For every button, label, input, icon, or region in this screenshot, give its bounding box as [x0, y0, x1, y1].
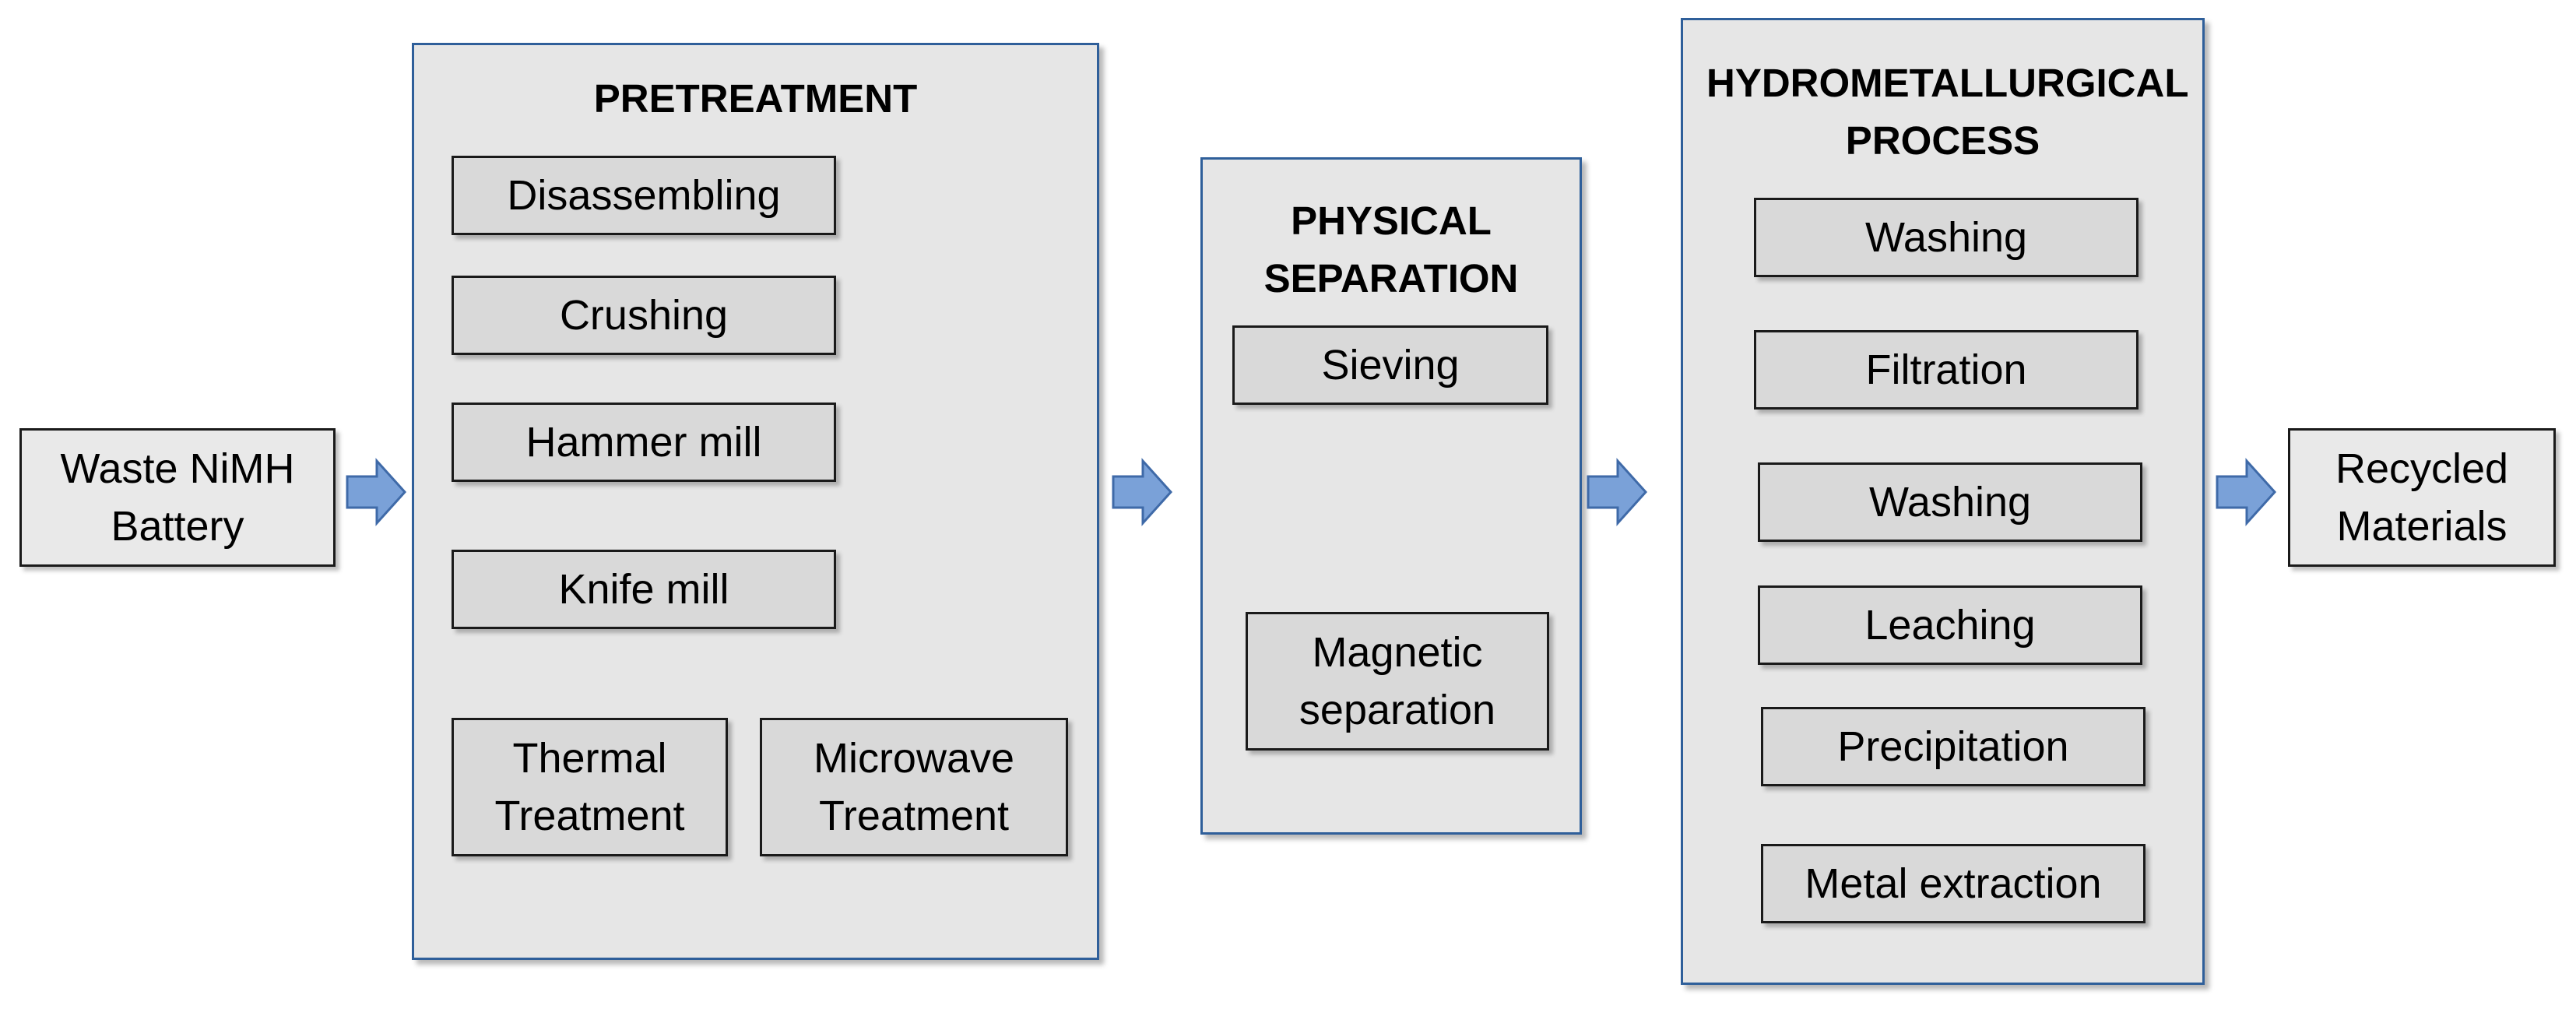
step-leaching: Leaching [1758, 585, 2142, 665]
physical-separation-title: PHYSICAL SEPARATION [1263, 199, 1519, 301]
right-arrow-icon [1112, 458, 1173, 526]
step-metal-extraction: Metal extraction [1761, 844, 2145, 923]
step-washing-2: Washing [1758, 462, 2142, 542]
right-arrow-icon [2216, 458, 2277, 526]
output-label: Recycled Materials [2335, 445, 2509, 550]
step-precipitation: Precipitation [1761, 707, 2145, 786]
step-sieving: Sieving [1232, 325, 1548, 405]
step-thermal-treatment-label: Thermal Treatment [494, 735, 685, 839]
right-arrow-icon [1587, 458, 1648, 526]
hydrometallurgical-title: HYDROMETALLURGICAL PROCESS [1706, 61, 2189, 163]
step-hammer-mill: Hammer mill [452, 403, 836, 482]
step-washing-1: Washing [1754, 198, 2138, 277]
step-crushing: Crushing [452, 276, 836, 355]
step-knife-mill: Knife mill [452, 550, 836, 629]
output-box-recycled-materials: Recycled Materials [2288, 428, 2556, 567]
right-arrow-icon [346, 458, 407, 526]
step-microwave-treatment-label: Microwave Treatment [813, 735, 1015, 839]
step-disassembling: Disassembling [452, 156, 836, 235]
step-filtration: Filtration [1754, 330, 2138, 410]
input-box-waste-battery: Waste NiMH Battery [19, 428, 336, 567]
step-magnetic-separation-label: Magnetic separation [1299, 629, 1496, 733]
step-magnetic-separation: Magnetic separation [1246, 612, 1549, 751]
step-thermal-treatment: Thermal Treatment [452, 718, 728, 856]
input-label: Waste NiMH Battery [60, 445, 295, 550]
step-microwave-treatment: Microwave Treatment [760, 718, 1068, 856]
pretreatment-title: PRETREATMENT [593, 76, 918, 121]
